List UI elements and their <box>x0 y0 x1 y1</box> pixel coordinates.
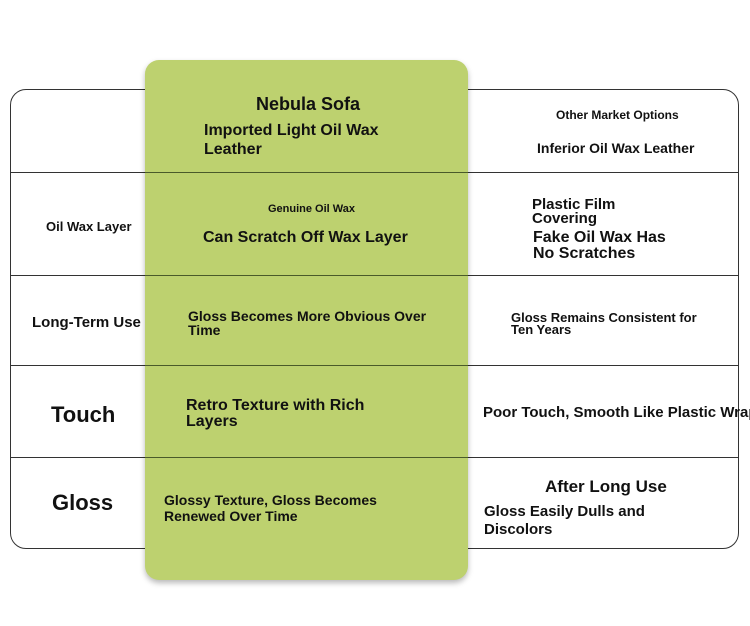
nebula-sofa-subtitle: Imported Light Oil Wax Leather <box>204 122 379 158</box>
inferior-oil-wax-leather-subtitle: Inferior Oil Wax Leather <box>537 140 695 156</box>
gloss-nebula: Glossy Texture, Gloss Becomes Renewed Ov… <box>164 492 377 524</box>
genuine-oil-wax-tag: Genuine Oil Wax <box>268 203 355 215</box>
column-row-divider <box>145 275 468 276</box>
nebula-sofa-column <box>145 60 468 580</box>
long-term-use-nebula: Gloss Becomes More Obvious Over Time <box>188 308 427 338</box>
gloss-other: Gloss Easily Dulls and Discolors <box>484 503 645 538</box>
column-row-divider <box>145 457 468 458</box>
other-market-options-title: Other Market Options <box>556 108 679 122</box>
column-row-divider <box>145 172 468 173</box>
nebula-sofa-title: Nebula Sofa <box>256 94 361 114</box>
after-long-use-heading: After Long Use <box>545 477 667 496</box>
long-term-use-other: Gloss Remains Consistent for Ten Years <box>511 310 697 337</box>
touch-other: Poor Touch, Smooth Like Plastic Wrap <box>483 404 750 421</box>
oil-wax-layer-nebula: Can Scratch Off Wax Layer <box>203 229 408 246</box>
row-label-gloss: Gloss <box>52 490 114 515</box>
row-label-touch: Touch <box>51 402 116 427</box>
plastic-film-covering-heading: Plastic Film Covering <box>532 196 616 227</box>
oil-wax-layer-other: Fake Oil Wax Has No Scratches <box>533 229 666 262</box>
touch-nebula: Retro Texture with Rich Layers <box>186 397 365 430</box>
row-label-long-term-use: Long-Term Use <box>32 314 141 331</box>
column-row-divider <box>145 365 468 366</box>
row-label-oil-wax-layer: Oil Wax Layer <box>46 219 132 234</box>
